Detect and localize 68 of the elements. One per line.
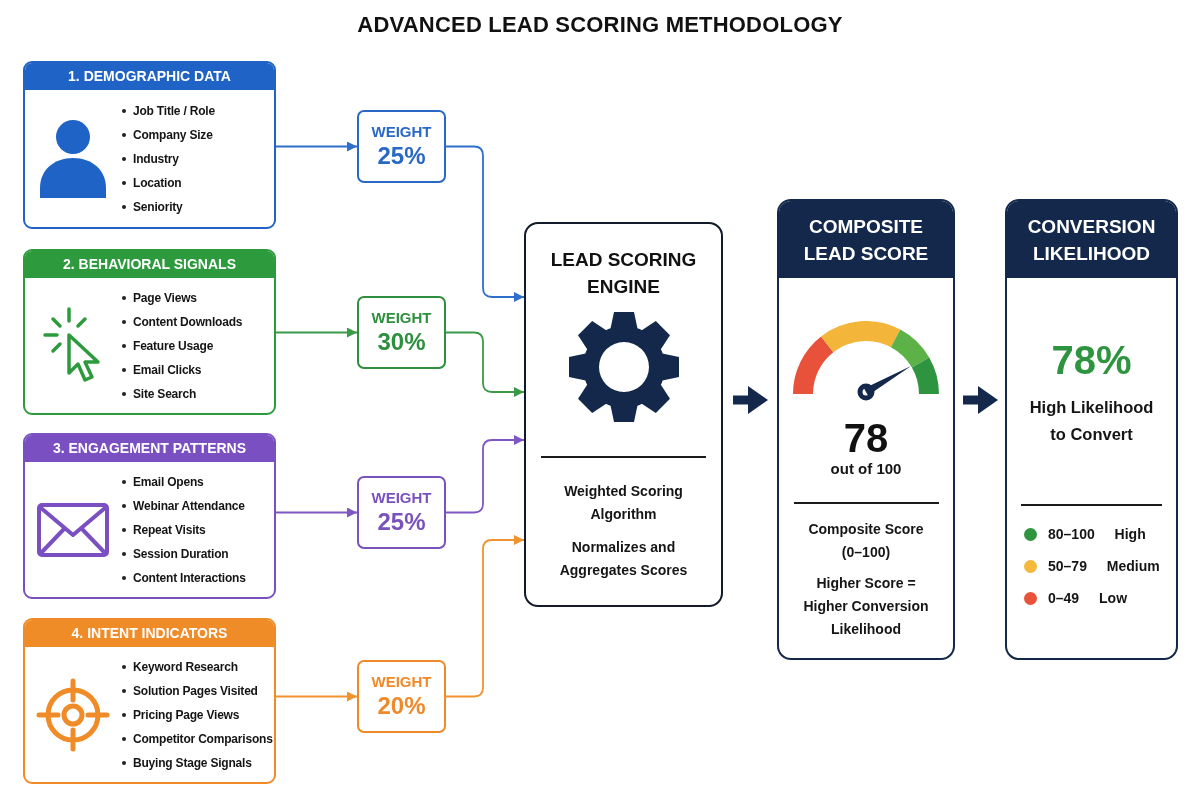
weight-value: 30% [377,328,426,356]
category-panel [23,61,276,229]
panel-heading: 2. BEHAVIORAL SIGNALS [25,251,274,278]
engine-note: Weighted Scoring Algorithm [563,482,684,524]
score-note: Composite Score (0–100) [807,520,925,562]
connector-arrow [275,691,358,702]
card-heading: COMPOSITE LEAD SCORE [779,201,953,278]
bullet-item: Page Views [121,285,197,310]
legend-text: 0–49 Low [1048,590,1128,606]
bullet-item: Email Clicks [121,357,202,382]
card-heading: CONVERSION LIKELIHOOD [1007,201,1176,278]
bullet-item: Buying Stage Signals [121,750,252,775]
weight-label: WEIGHT [371,309,432,326]
bullet-item: Webinar Attendance [121,493,245,518]
weight-box [357,296,446,369]
weight-box [357,660,446,733]
legend-text: 50–79 Medium [1048,558,1160,574]
bullet-item: Solution Pages Visited [121,678,258,703]
bullet-item: Competitor Comparisons [121,726,273,751]
connector-arrow [275,507,358,518]
bullet-item: Session Duration [121,541,229,566]
engine-heading: LEAD SCORING ENGINE [549,248,698,299]
bullet-item: Seniority [121,194,183,219]
bullet-item: Content Downloads [121,309,243,334]
likelihood-value: 78% [1051,338,1132,382]
category-panel [23,249,276,415]
connector-arrow [445,145,525,302]
bullet-item: Company Size [121,122,213,147]
bullet-item: Repeat Visits [121,517,206,542]
weight-value: 20% [377,692,426,720]
likelihood-note: High Likelihood to Convert [1028,397,1155,445]
diagram-title: ADVANCED LEAD SCORING METHODOLOGY [357,11,843,39]
bullet-item: Location [121,170,182,195]
score-value: 78 [843,416,889,460]
bullet-item: Industry [121,146,179,171]
bullet-item: Keyword Research [121,654,238,679]
weight-value: 25% [377,142,426,170]
connector-arrow [275,141,358,152]
weight-box [357,110,446,183]
likelihood-card [1005,199,1178,660]
panel-heading: 3. ENGAGEMENT PATTERNS [25,435,274,462]
weight-value: 25% [377,508,426,536]
category-panel [23,433,276,599]
score-scale: out of 100 [830,460,902,478]
flow-arrow [963,386,998,414]
panel-heading: 1. DEMOGRAPHIC DATA [25,63,274,90]
score-card [777,199,955,660]
bullet-item: Email Opens [121,469,204,494]
weight-label: WEIGHT [371,489,432,506]
category-panel [23,618,276,784]
engine-box [524,222,723,607]
connector-arrow [275,327,358,338]
bullet-item: Site Search [121,381,197,406]
weight-label: WEIGHT [371,673,432,690]
bullet-item: Feature Usage [121,333,214,358]
score-note: Higher Score = Higher Conversion Likelihood [802,574,930,639]
flow-arrow [733,386,768,414]
legend-text: 80–100 High [1048,526,1146,542]
connector-arrow [445,535,525,698]
weight-label: WEIGHT [371,123,432,140]
connector-arrow [445,331,525,397]
engine-note: Normalizes and Aggregates Scores [558,538,689,580]
bullet-item: Pricing Page Views [121,702,240,727]
weight-box [357,476,446,549]
bullet-item: Job Title / Role [121,98,215,123]
panel-heading: 4. INTENT INDICATORS [25,620,274,647]
bullet-item: Content Interactions [121,565,246,590]
connector-arrow [445,435,525,514]
